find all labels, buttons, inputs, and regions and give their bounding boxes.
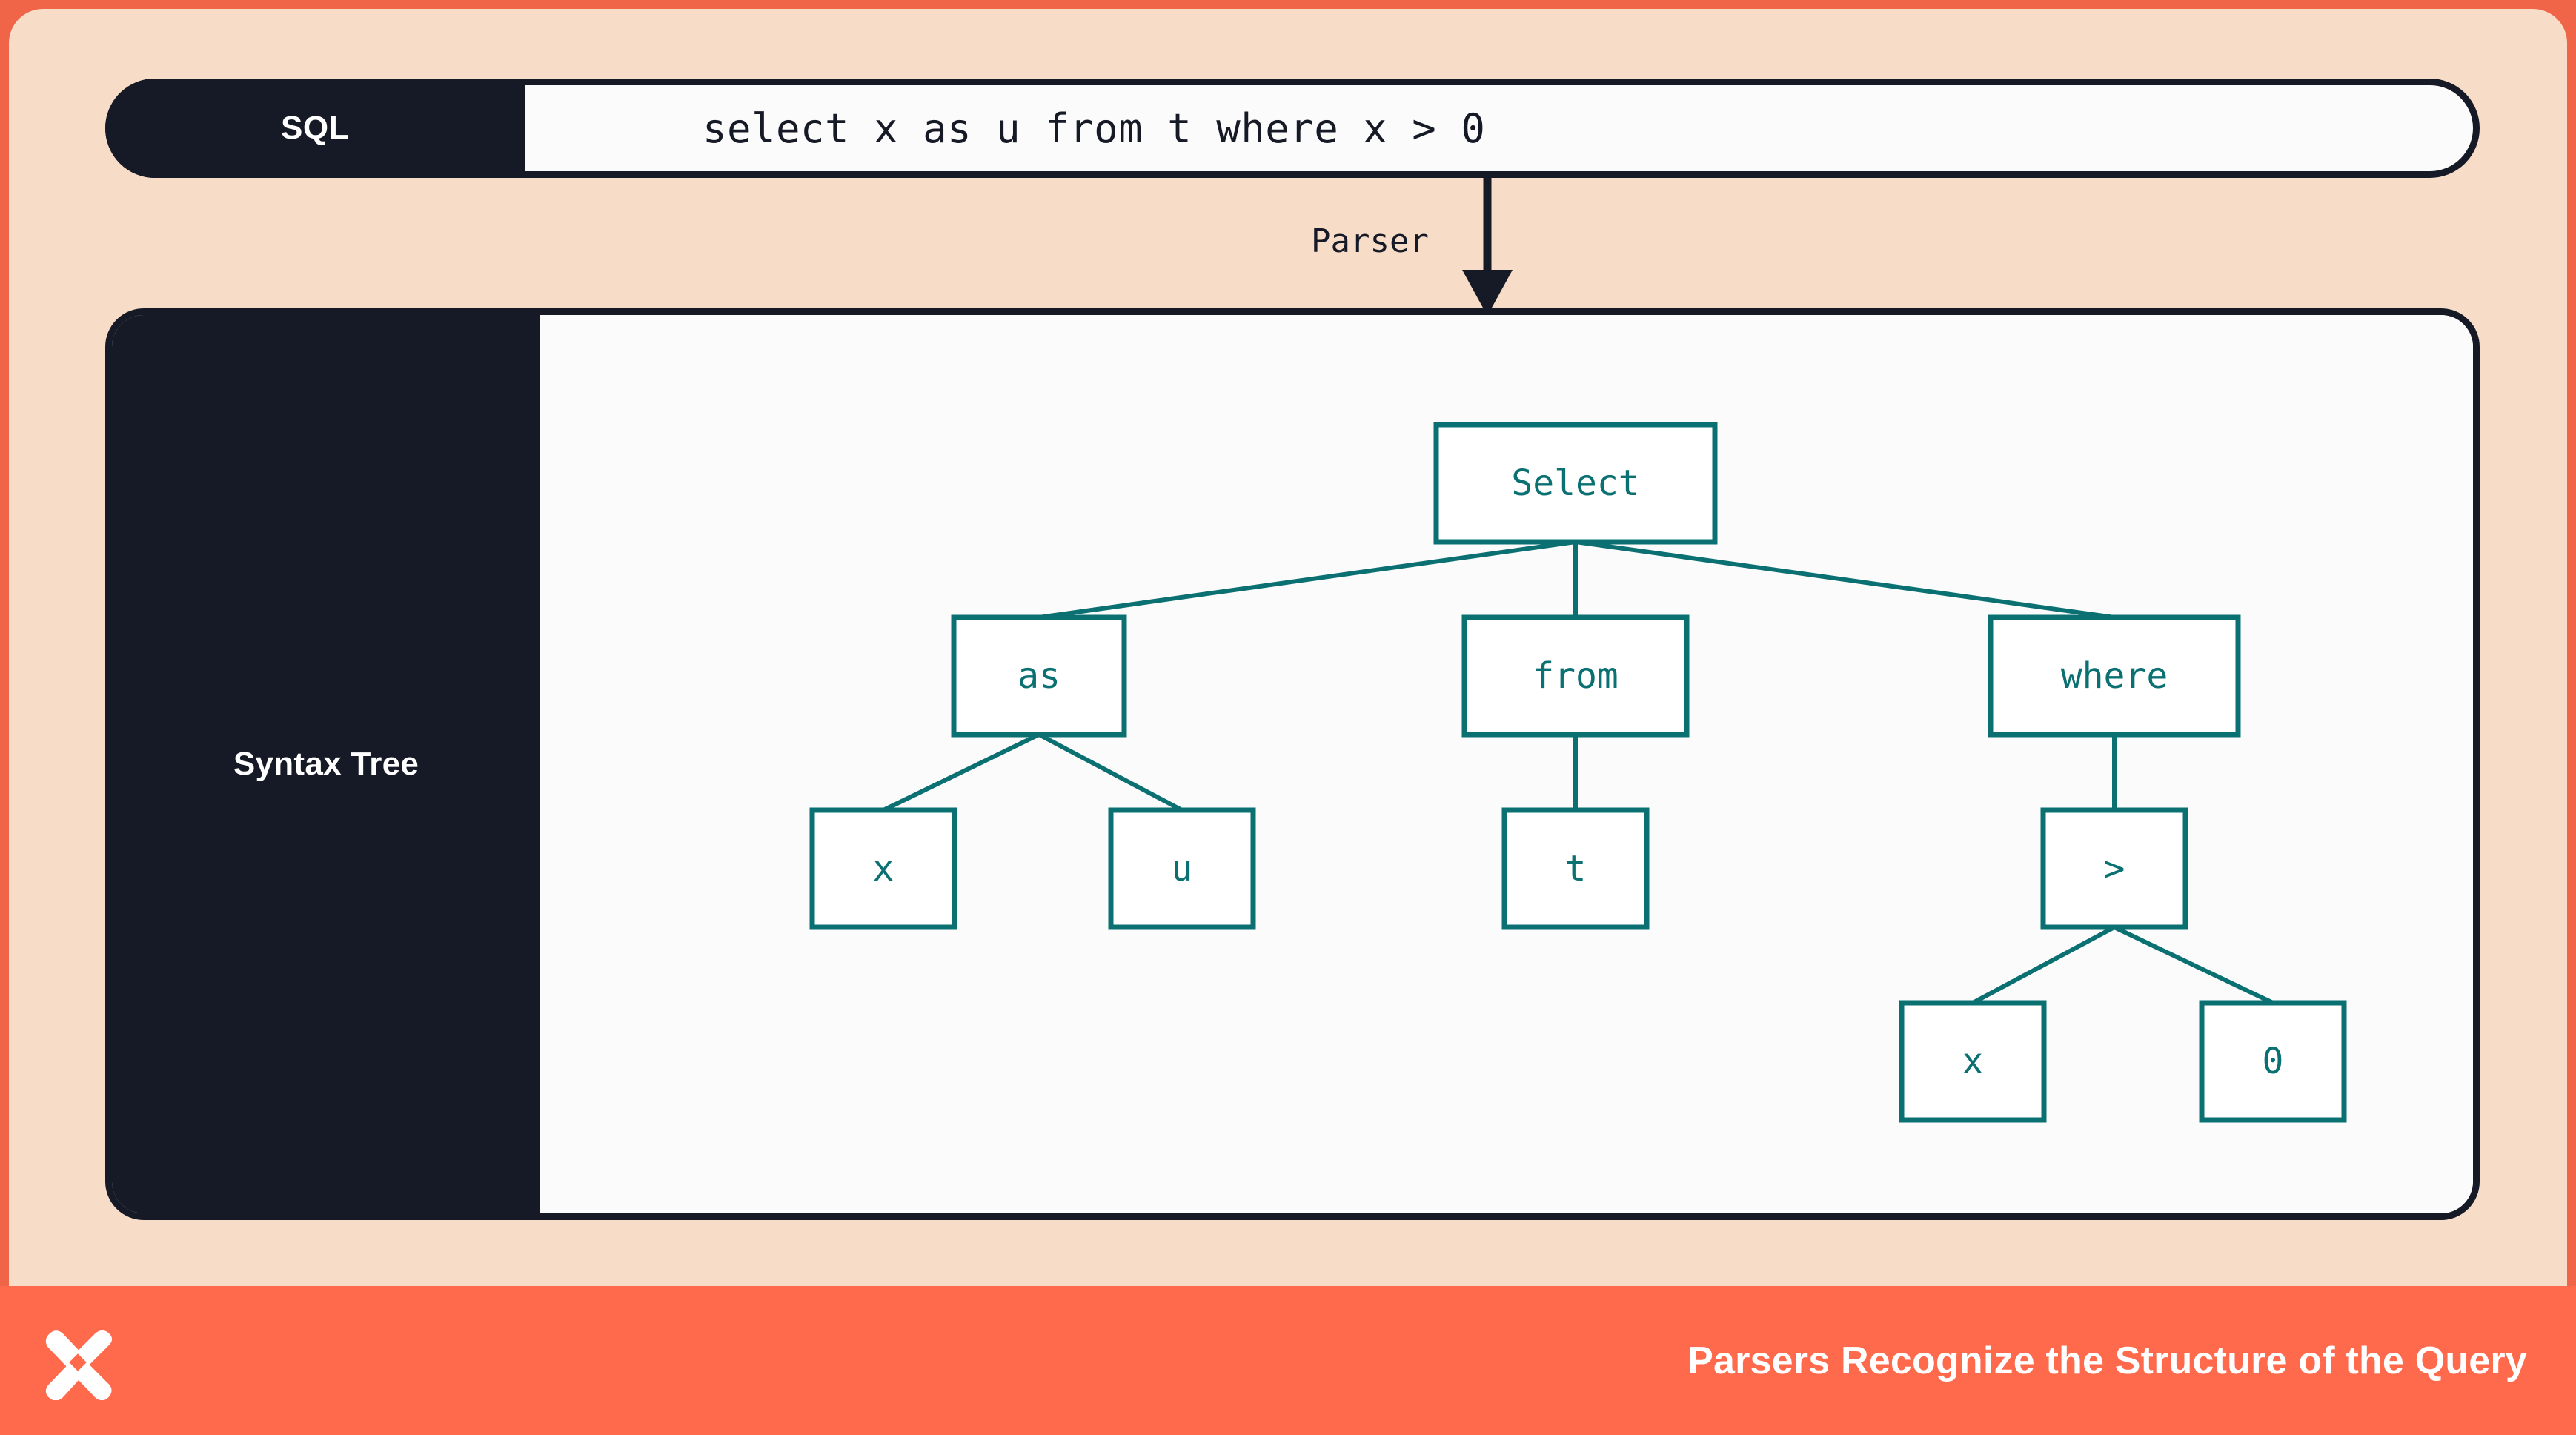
tree-edge [882, 732, 1040, 812]
footer-bar: Parsers Recognize the Structure of the Q… [0, 1286, 2576, 1435]
tree-node-box [1461, 614, 1690, 738]
tree-node-label: > [2104, 848, 2125, 889]
tree-edge [1575, 540, 2115, 620]
tree-node-label: 0 [2263, 1041, 2284, 1082]
sql-row: SQL select x as u from t where x > 0 [105, 79, 2480, 178]
arrow-down-icon [1462, 178, 1513, 316]
tree-node-label: as [1018, 655, 1060, 697]
butterfly-x-logo-icon [45, 1330, 113, 1400]
tree-node-box [951, 614, 1127, 738]
tree-node-label: u [1172, 848, 1193, 889]
tree-node-layer: Select as from where x u t > x 0 [809, 422, 2347, 1123]
syntax-tree-svg: Select as from where x u t > x 0 [809, 422, 2347, 1123]
tree-node-box [1988, 614, 2241, 738]
syntax-tree-panel: Syntax Tree Select as from where x u t > x 0 [105, 308, 2480, 1220]
tree-node-box [1899, 1000, 2047, 1123]
sql-label-block: SQL [105, 79, 525, 178]
syntax-tree-sidebar: Syntax Tree [112, 315, 540, 1213]
tree-node-label: x [1962, 1041, 1984, 1082]
tree-edge [1971, 925, 2116, 1005]
tree-node-box [1433, 422, 1718, 545]
tree-edge [1038, 732, 1184, 812]
tree-node[interactable]: where [1988, 614, 2241, 738]
tree-node-label: where [2061, 655, 2168, 697]
tree-edge [1038, 540, 1576, 620]
tree-node[interactable]: 0 [2199, 1000, 2347, 1123]
tree-node[interactable]: x [1899, 1000, 2047, 1123]
tree-node-box [2199, 1000, 2347, 1123]
content-canvas: SQL select x as u from t where x > 0 Par… [9, 9, 2567, 1286]
tree-node-box [809, 807, 957, 930]
tree-node[interactable]: u [1108, 807, 1256, 930]
tree-node[interactable]: Select [1433, 422, 1718, 545]
tree-node-label: t [1565, 848, 1587, 889]
tree-node-label: x [873, 848, 894, 889]
tree-edge [2113, 925, 2274, 1005]
sql-label: SQL [281, 110, 349, 146]
tree-node-label: Select [1511, 463, 1639, 504]
tree-node-box [1501, 807, 1650, 930]
syntax-tree-canvas: Select as from where x u t > x 0 [540, 315, 2473, 1213]
tree-node-box [2040, 807, 2188, 930]
footer-caption: Parsers Recognize the Structure of the Q… [1687, 1339, 2527, 1382]
tree-node-box [1108, 807, 1256, 930]
tree-node[interactable]: > [2040, 807, 2188, 930]
tree-node[interactable]: t [1501, 807, 1650, 930]
parser-label: Parser [1311, 222, 1429, 260]
sql-query-text: select x as u from t where x > 0 [703, 105, 1486, 152]
tree-node[interactable]: from [1461, 614, 1690, 738]
tree-node-label: from [1533, 655, 1619, 697]
syntax-tree-label: Syntax Tree [233, 746, 419, 782]
tree-node[interactable]: as [951, 614, 1127, 738]
tree-edge-layer [882, 540, 2274, 1005]
tree-node[interactable]: x [809, 807, 957, 930]
